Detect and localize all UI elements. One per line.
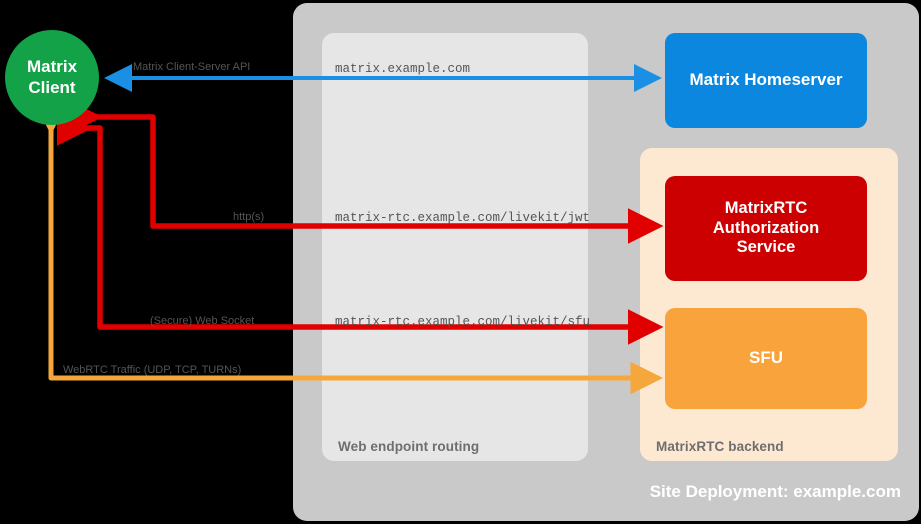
- node-sfu[interactable]: SFU: [665, 308, 867, 409]
- matrix-homeserver-label: Matrix Homeserver: [689, 70, 843, 90]
- endpoint-label-livekit-sfu: matrix-rtc.example.com/livekit/sfu: [335, 315, 591, 329]
- edge-label-webrtc-traffic: WebRTC Traffic (UDP, TCP, TURNs): [63, 364, 242, 376]
- auth-service-label-line2: Authorization: [712, 218, 820, 237]
- sfu-label: SFU: [749, 348, 783, 368]
- endpoint-label-matrix-example-com: matrix.example.com: [335, 62, 471, 76]
- auth-service-label-line3: Service: [736, 238, 796, 257]
- endpoint-label-livekit-jwt: matrix-rtc.example.com/livekit/jwt: [335, 211, 591, 225]
- matrix-client-label-line2: Client: [28, 77, 76, 97]
- node-matrix-client[interactable]: Matrix Client: [5, 30, 99, 125]
- web-endpoint-routing-panel: [322, 33, 588, 461]
- node-matrixrtc-authorization-service[interactable]: MatrixRTC Authorization Service: [665, 176, 867, 281]
- web-endpoint-routing-caption: Web endpoint routing: [338, 439, 480, 454]
- edge-label-matrix-cs-api: Matrix Client-Server API: [133, 61, 251, 73]
- node-matrix-homeserver[interactable]: Matrix Homeserver: [665, 33, 867, 128]
- matrix-client-label-line1: Matrix: [26, 57, 78, 77]
- matrixrtc-backend-caption: MatrixRTC backend: [656, 439, 784, 454]
- edge-label-http-s: http(s): [233, 211, 265, 223]
- edge-label-secure-web-socket: (Secure) Web Socket: [150, 315, 255, 327]
- auth-service-label-line1: MatrixRTC: [724, 199, 808, 218]
- site-deployment-caption: Site Deployment: example.com: [649, 482, 901, 501]
